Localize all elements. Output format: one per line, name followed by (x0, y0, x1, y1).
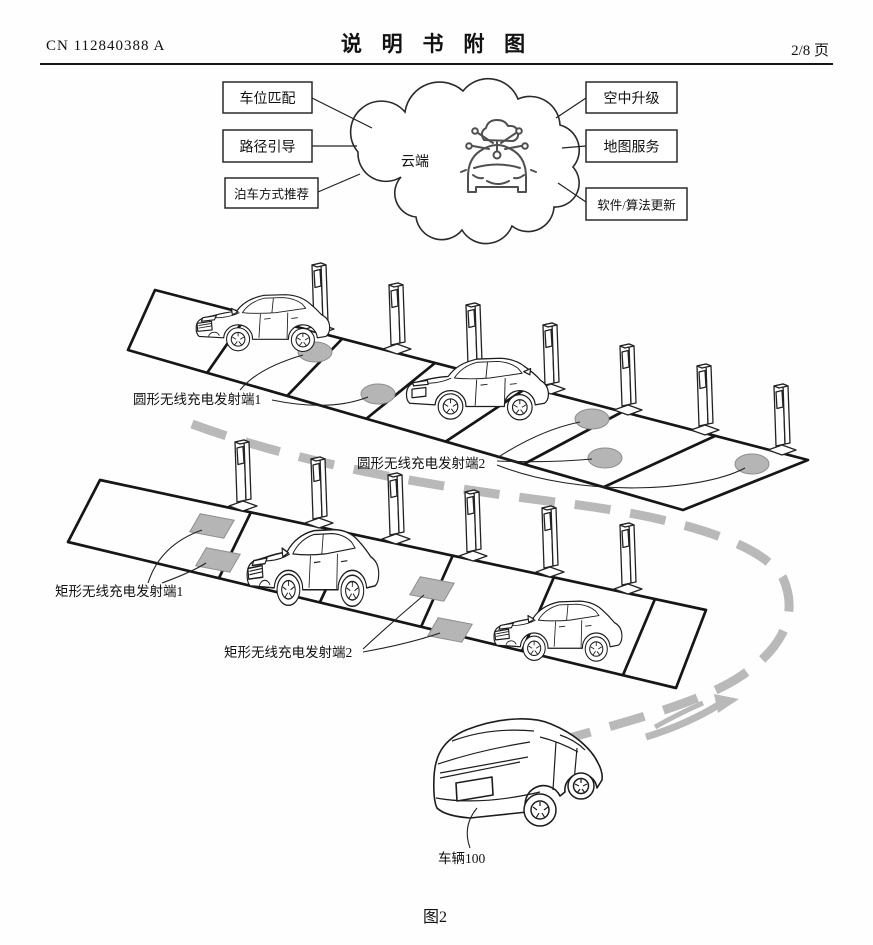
service-box-ota: 空中升级 (585, 81, 678, 114)
charging-post (613, 522, 643, 595)
document-number: CN 112840388 A (46, 38, 166, 54)
cloud-diagram: 车位匹配 路径引导 泊车方式推荐 空中升级 地图服务 软件/算法更新 (222, 77, 688, 245)
leader-circular-2b (496, 458, 593, 463)
leader-vehicle (466, 807, 478, 849)
parking-grid (126, 288, 810, 512)
service-box-map-service: 地图服务 (585, 129, 678, 163)
rect-charging-pad (409, 576, 455, 602)
charging-post (381, 472, 411, 545)
figure-caption: 图2 (423, 909, 447, 926)
charging-post (535, 505, 565, 578)
circular-charging-pad (574, 408, 610, 430)
service-box-label: 软件/算法更新 (597, 198, 675, 213)
circular-charging-pad (587, 447, 623, 469)
charging-posts-upper (305, 262, 797, 456)
leader-circular-1b (271, 396, 369, 406)
rect-charging-pad (189, 513, 235, 539)
service-box-parking-match: 车位匹配 (222, 81, 313, 114)
service-box-path-guidance: 路径引导 (222, 129, 313, 163)
leader-circular-1a (239, 354, 304, 391)
charging-post (690, 363, 720, 436)
route-arrow-icon (644, 694, 739, 741)
label-rect-tx-1: 矩形无线充电发射端1 (55, 584, 183, 599)
page-indicator: 2/8 页 (791, 43, 829, 59)
service-box-label: 泊车方式推荐 (234, 187, 309, 202)
connector-lines (311, 97, 587, 203)
leader-rect-1b (161, 562, 207, 584)
circular-charging-pad (360, 383, 396, 405)
header-rule (40, 63, 833, 65)
vehicle-100-car (433, 718, 603, 827)
label-rect-tx-2: 矩形无线充电发射端2 (224, 645, 352, 660)
parking-grid (66, 478, 708, 690)
service-box (585, 81, 678, 114)
rect-charging-pad (195, 547, 241, 573)
label-circular-tx-1: 圆形无线充电发射端1 (133, 392, 261, 407)
page-title: 说 明 书 附 图 (340, 33, 533, 56)
service-box-software-update: 软件/算法更新 (585, 187, 688, 221)
charging-post (382, 282, 412, 355)
route-dashes (190, 419, 794, 745)
service-box (222, 81, 313, 114)
charging-post (228, 439, 258, 512)
connected-car-icon (460, 119, 537, 193)
service-box-label: 路径引导 (240, 140, 296, 156)
service-box (585, 187, 688, 221)
label-circular-tx-2: 圆形无线充电发射端2 (357, 456, 485, 471)
service-box (224, 177, 319, 209)
leader-lines (147, 354, 746, 849)
leader-rect-2a (362, 594, 425, 650)
charging-post (458, 489, 488, 562)
charging-post (767, 383, 797, 456)
leader-rect-2b (362, 632, 441, 653)
car-lower-1 (246, 528, 380, 608)
cloud-shape (349, 77, 580, 245)
charging-post (613, 343, 643, 416)
leader-rect-1a (147, 529, 203, 584)
label-vehicle-100: 车辆100 (438, 850, 485, 866)
leader-circular-2a (496, 421, 581, 459)
service-box-label: 空中升级 (604, 91, 660, 107)
car-upper-1 (195, 294, 331, 353)
cloud-label: 云端 (401, 154, 429, 170)
service-box-label: 车位匹配 (240, 90, 296, 107)
service-box (222, 129, 313, 163)
service-box-parking-mode: 泊车方式推荐 (224, 177, 319, 209)
service-box-label: 地图服务 (604, 140, 660, 156)
leader-circular-2c (496, 464, 746, 489)
car-lower-2 (493, 600, 623, 662)
service-box (585, 129, 678, 163)
